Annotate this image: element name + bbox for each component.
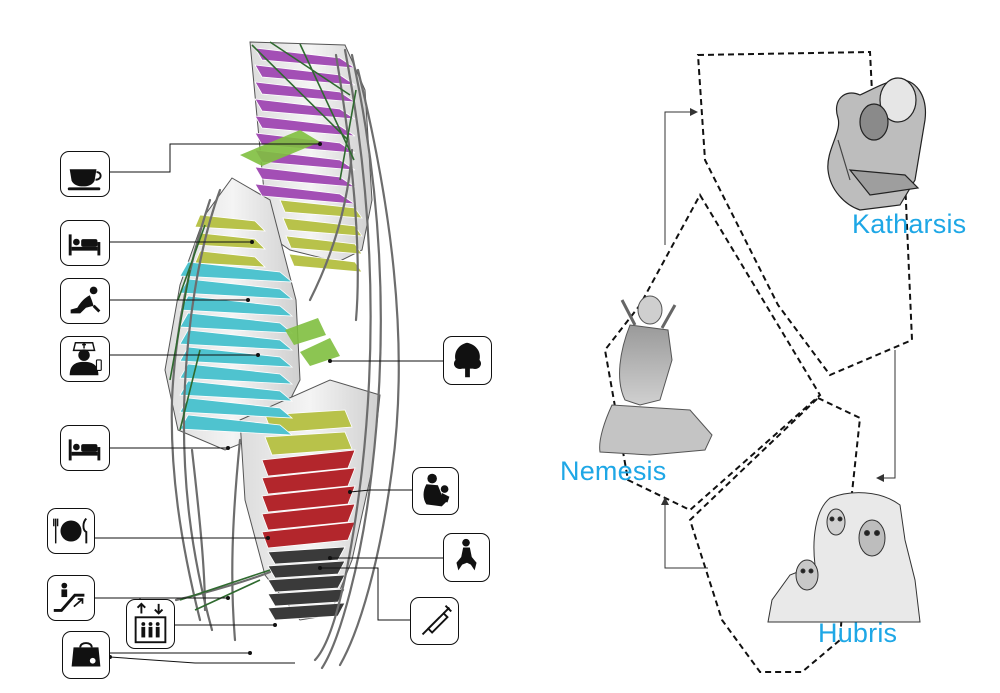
- floor-plate: [264, 431, 353, 456]
- katharsis-label: Katharsis: [852, 209, 967, 239]
- arrow-heads: [661, 108, 884, 505]
- hubris-region: [688, 396, 862, 673]
- crouching-woman-icon: [443, 533, 490, 582]
- cycle-diagram: [599, 50, 926, 673]
- floor-plate: [179, 329, 294, 351]
- floor-plate: [282, 217, 363, 237]
- floor-plate: [267, 588, 346, 607]
- floor-plate: [254, 166, 356, 188]
- tree-icon: [443, 336, 492, 385]
- floor-plate: [179, 363, 294, 385]
- leader-dots: [108, 142, 352, 659]
- red-floors: [261, 449, 356, 549]
- hubris-figures: [767, 492, 921, 623]
- floor-plate: [285, 235, 363, 255]
- katharsis-figure: [827, 77, 926, 211]
- floor-plate: [267, 546, 346, 565]
- plate-and-cutlery-icon: [47, 508, 95, 554]
- floor-plate: [179, 261, 294, 283]
- hubris-label: Hubris: [818, 618, 898, 648]
- cyan-floors: [179, 261, 294, 436]
- nemesis-label: Nemesis: [560, 456, 667, 486]
- bed-icon: [60, 220, 110, 266]
- syringe-icon: [410, 597, 459, 645]
- floor-plate: [261, 503, 356, 531]
- dark-floors: [267, 546, 346, 621]
- floor-plate: [179, 346, 294, 368]
- reclining-person-icon: [60, 278, 110, 324]
- floor-plate: [267, 574, 346, 593]
- nemesis-figure: [599, 295, 713, 456]
- green-bracing: [169, 41, 357, 611]
- elevator-icon: [126, 599, 175, 649]
- bed-icon-lower: [60, 425, 110, 471]
- green-plate: [300, 338, 340, 366]
- floor-plate: [261, 467, 356, 495]
- floor-plate: [194, 214, 267, 232]
- building-section: [164, 41, 400, 670]
- katharsis-region: [696, 50, 914, 377]
- floor-plate: [254, 115, 356, 137]
- nurse-icon: [60, 336, 110, 382]
- handbag-icon: [62, 631, 110, 679]
- green-floors: [194, 199, 363, 456]
- floor-plate: [254, 98, 356, 120]
- floor-plate: [261, 485, 356, 513]
- floor-plate: [179, 414, 294, 436]
- floor-plate: [261, 449, 356, 477]
- floor-plate: [179, 380, 294, 402]
- escalator-icon: [47, 575, 95, 621]
- floor-plate: [194, 250, 267, 268]
- green-plate: [240, 130, 320, 166]
- leader-lines: [95, 143, 443, 664]
- mother-and-child-icon: [412, 467, 459, 515]
- floor-plate: [267, 560, 346, 579]
- coffee-cup-icon: [60, 151, 110, 197]
- floor-plate: [261, 521, 356, 549]
- floor-plate: [267, 602, 346, 621]
- floor-plate: [254, 64, 356, 86]
- floor-plate: [179, 397, 294, 419]
- green-plate: [285, 318, 326, 345]
